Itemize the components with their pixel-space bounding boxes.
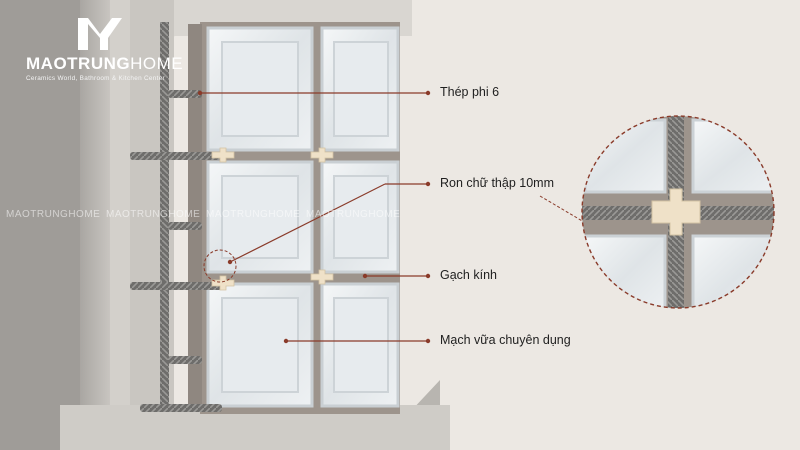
glass-block [320, 160, 400, 274]
logo-name-light: HOME [130, 54, 184, 73]
callout-glass: Gạch kính [440, 268, 497, 282]
horizontal-rebars [130, 90, 222, 412]
glass-block [206, 160, 314, 274]
vertical-rebar [160, 22, 169, 412]
mortar-edge [188, 24, 202, 412]
leader-dots [197, 90, 431, 344]
rebar-bar [130, 282, 222, 290]
detail-connector [539, 195, 585, 223]
detail-circle-border [581, 115, 775, 309]
wall-side [80, 0, 110, 450]
callout-steel: Thép phi 6 [440, 85, 500, 99]
watermark: MAOTRUNGHOME [206, 209, 301, 220]
cross-spacer [211, 147, 235, 163]
detail-zoom [581, 115, 775, 309]
glass-block [320, 282, 400, 408]
glass-block [320, 26, 400, 152]
mt-monogram-icon [78, 18, 122, 50]
leader-lines [200, 92, 428, 342]
watermark: MAOTRUNGHOME [106, 209, 201, 220]
rebar-bar [140, 404, 222, 412]
logo-tagline: Ceramics World, Bathroom & Kitchen Cente… [26, 75, 165, 82]
detail-source-circle [203, 249, 237, 283]
callout-spacer: Ron chữ thập 10mm [440, 176, 554, 190]
cross-spacer [310, 269, 334, 285]
logo-wordmark: MAOTRUNGHOME [26, 54, 196, 74]
logo-name-bold: MAOTRUNG [26, 54, 131, 73]
rebar-bar [168, 90, 202, 98]
callout-mortar: Mạch vữa chuyên dụng [440, 333, 571, 347]
left-wall-shadow [0, 0, 80, 450]
leader-spacer-diag [229, 183, 386, 263]
cross-spacer [310, 147, 334, 163]
glass-block [206, 282, 314, 408]
cross-spacer [211, 275, 235, 291]
glass-block-grid [206, 26, 400, 408]
cross-spacers [211, 147, 334, 291]
rebar-bar [168, 356, 202, 364]
rebar-bar [130, 152, 222, 160]
watermark: MAOTRUNGHOME [6, 209, 101, 220]
rebar-bar [168, 222, 202, 230]
watermark: MAOTRUNGHOME [306, 209, 401, 220]
glass-block [206, 26, 314, 152]
